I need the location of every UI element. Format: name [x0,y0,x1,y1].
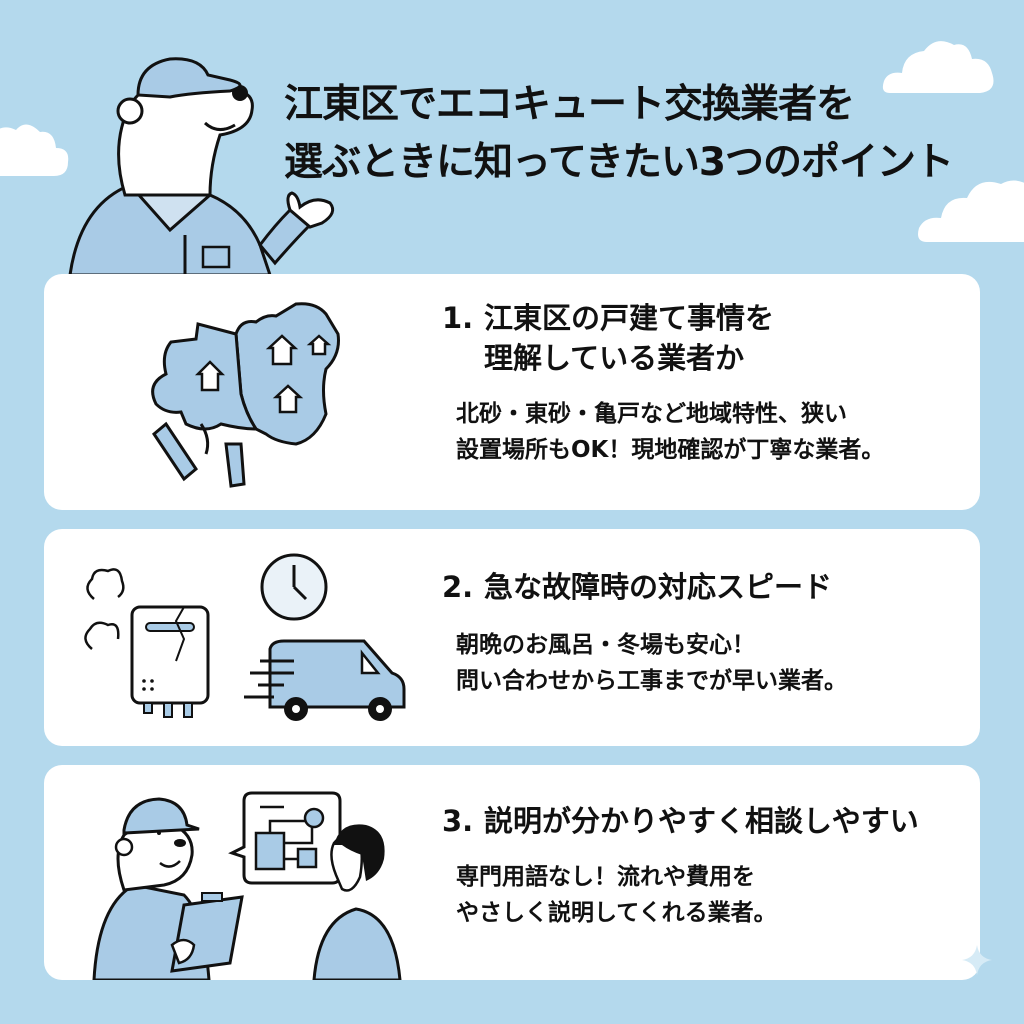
point-card-2: 2.急な故障時の対応スピード 朝晩のお風呂・冬場も安心！ 問い合わせから工事まで… [44,529,980,746]
house-icon [194,334,332,414]
point-1-number: 1. [442,301,474,335]
point-1-heading: 1.江東区の戸建て事情を 理解している業者か [442,298,884,378]
cloud-right-icon [918,180,1024,242]
bear-explaining-to-customer-icon [92,791,402,980]
sparkle-icon [962,945,992,975]
point-3-body: 専門用語なし！流れや費用を やさしく説明してくれる業者。 [456,864,777,926]
point-2-number: 2. [442,570,474,604]
point-card-3: 3.説明が分かりやすく相談しやすい 専門用語なし！流れや費用を やさしく説明して… [44,765,980,980]
point-card-1: 1.江東区の戸建て事情を 理解している業者か 北砂・東砂・亀戸など地域特性、狭い… [44,274,980,510]
cloud-left-icon [0,124,69,176]
point-2-body: 朝晩のお風呂・冬場も安心！ 問い合わせから工事までが早い業者。 [456,632,847,694]
koto-ward-map-icon [151,302,340,488]
point-3-text: 3.説明が分かりやすく相談しやすい 専門用語なし！流れや費用を やさしく説明して… [442,801,919,931]
page-title-line-2: 選ぶときに知ってきたい3つのポイント [284,140,954,185]
page-title-line-1: 江東区でエコキュート交換業者を [284,82,855,127]
point-1-body: 北砂・東砂・亀戸など地域特性、狭い 設置場所もOK！現地確認が丁寧な業者。 [456,401,885,463]
point-2-heading: 2.急な故障時の対応スピード [442,567,847,607]
page-title: 江東区でエコキュート交換業者を 選ぶときに知ってきたい3つのポイント [284,76,1004,192]
cloud-top-right-icon [882,41,994,93]
point-1-text: 1.江東区の戸建て事情を 理解している業者か 北砂・東砂・亀戸など地域特性、狭い… [442,298,884,468]
point-2-text: 2.急な故障時の対応スピード 朝晩のお風呂・冬場も安心！ 問い合わせから工事まで… [442,567,847,699]
point-3-number: 3. [442,804,474,838]
point-3-heading: 3.説明が分かりやすく相談しやすい [442,801,919,841]
broken-water-heater-clock-van-icon [84,553,406,721]
polar-bear-mascot-illustration [68,57,335,275]
